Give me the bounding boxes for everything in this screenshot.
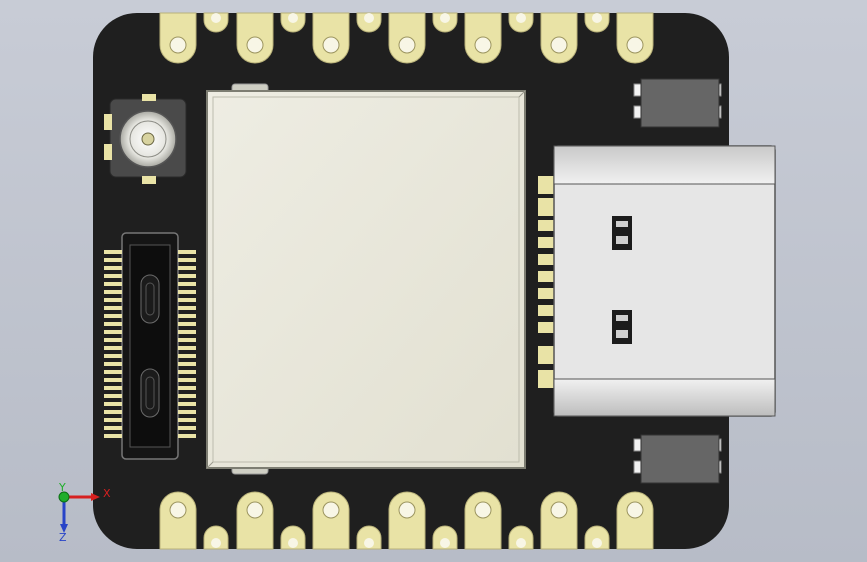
connector-pin — [104, 250, 122, 254]
connector-pin — [104, 266, 122, 270]
small-edge-pad — [584, 525, 610, 550]
usb-pad — [538, 370, 554, 388]
castellated-pad[interactable] — [388, 12, 426, 64]
connector-pin — [104, 298, 122, 302]
connector-pin — [104, 330, 122, 334]
bottom-pad-row — [159, 491, 654, 550]
z-axis-arrowhead — [60, 524, 68, 533]
connector-pin — [178, 394, 196, 398]
castellated-pad[interactable] — [616, 12, 654, 64]
connector-pin — [104, 314, 122, 318]
connector-pin — [178, 434, 196, 438]
connector-pin — [104, 370, 122, 374]
castellated-pad[interactable] — [388, 491, 426, 550]
connector-pin — [104, 346, 122, 350]
connector-pin — [104, 426, 122, 430]
small-edge-pad — [508, 525, 534, 550]
top-pad-row — [159, 12, 654, 64]
connector-pin — [104, 258, 122, 262]
connector-pin — [104, 322, 122, 326]
castellated-pad[interactable] — [236, 12, 274, 64]
connector-pin — [104, 354, 122, 358]
usb-pad — [538, 198, 554, 216]
connector-pin — [178, 298, 196, 302]
connector-pin — [178, 274, 196, 278]
usb-pad — [538, 271, 554, 282]
connector-pin — [104, 290, 122, 294]
small-edge-pad — [432, 525, 458, 550]
castellated-pad[interactable] — [616, 491, 654, 550]
usb-pad — [538, 220, 554, 231]
castellated-pad[interactable] — [464, 491, 502, 550]
castellated-pad[interactable] — [159, 491, 197, 550]
y-axis-marker — [58, 491, 70, 503]
connector-pin — [104, 306, 122, 310]
connector-pin — [104, 274, 122, 278]
connector-pin — [104, 394, 122, 398]
castellated-pad[interactable] — [464, 12, 502, 64]
castellated-pad[interactable] — [159, 12, 197, 64]
usb-pad — [538, 176, 554, 194]
x-axis-label: X — [103, 487, 111, 500]
connector-pin — [178, 306, 196, 310]
connector-pin — [178, 314, 196, 318]
small-edge-pad — [356, 525, 382, 550]
connector-pin — [178, 290, 196, 294]
coordinate-triad: X Y Z — [58, 481, 111, 544]
y-axis-label: Y — [58, 481, 66, 494]
connector-pin — [178, 426, 196, 430]
connector-pin — [104, 418, 122, 422]
connector-pin — [104, 402, 122, 406]
connector-pin — [178, 410, 196, 414]
usb-c-connector[interactable] — [553, 145, 776, 417]
connector-pin — [104, 410, 122, 414]
castellated-pad[interactable] — [312, 491, 350, 550]
connector-pin — [178, 250, 196, 254]
small-edge-pad — [280, 525, 306, 550]
usb-pad — [538, 305, 554, 316]
connector-pin — [104, 386, 122, 390]
castellated-pad[interactable] — [540, 12, 578, 64]
connector-pin — [178, 402, 196, 406]
connector-pin — [178, 322, 196, 326]
antenna-connector[interactable] — [104, 94, 187, 184]
usb-pad — [538, 322, 554, 333]
connector-pin — [178, 346, 196, 350]
connector-pin — [178, 266, 196, 270]
usb-pad — [538, 237, 554, 248]
connector-pin — [178, 386, 196, 390]
connector-pin — [178, 338, 196, 342]
connector-pin — [178, 362, 196, 366]
x-axis-arrowhead — [91, 493, 100, 501]
castellated-pad[interactable] — [312, 12, 350, 64]
top-button[interactable] — [633, 78, 722, 128]
connector-pin — [178, 258, 196, 262]
connector-pin — [178, 282, 196, 286]
bottom-button[interactable] — [633, 434, 722, 484]
z-axis-label: Z — [59, 531, 67, 544]
usb-pad — [538, 288, 554, 299]
connector-pin — [104, 434, 122, 438]
connector-pin — [178, 330, 196, 334]
shield-can[interactable] — [206, 83, 526, 475]
connector-pin — [104, 282, 122, 286]
connector-pin — [178, 418, 196, 422]
connector-pin — [104, 378, 122, 382]
connector-pin — [178, 370, 196, 374]
connector-pin — [104, 362, 122, 366]
connector-pin — [178, 378, 196, 382]
connector-pin — [178, 354, 196, 358]
board-to-board-connector[interactable] — [104, 232, 196, 460]
castellated-pad[interactable] — [540, 491, 578, 550]
usb-c-pads — [538, 176, 554, 388]
usb-pad — [538, 346, 554, 364]
small-edge-pad — [203, 525, 229, 550]
usb-pad — [538, 254, 554, 265]
castellated-pad[interactable] — [236, 491, 274, 550]
connector-pin — [104, 338, 122, 342]
